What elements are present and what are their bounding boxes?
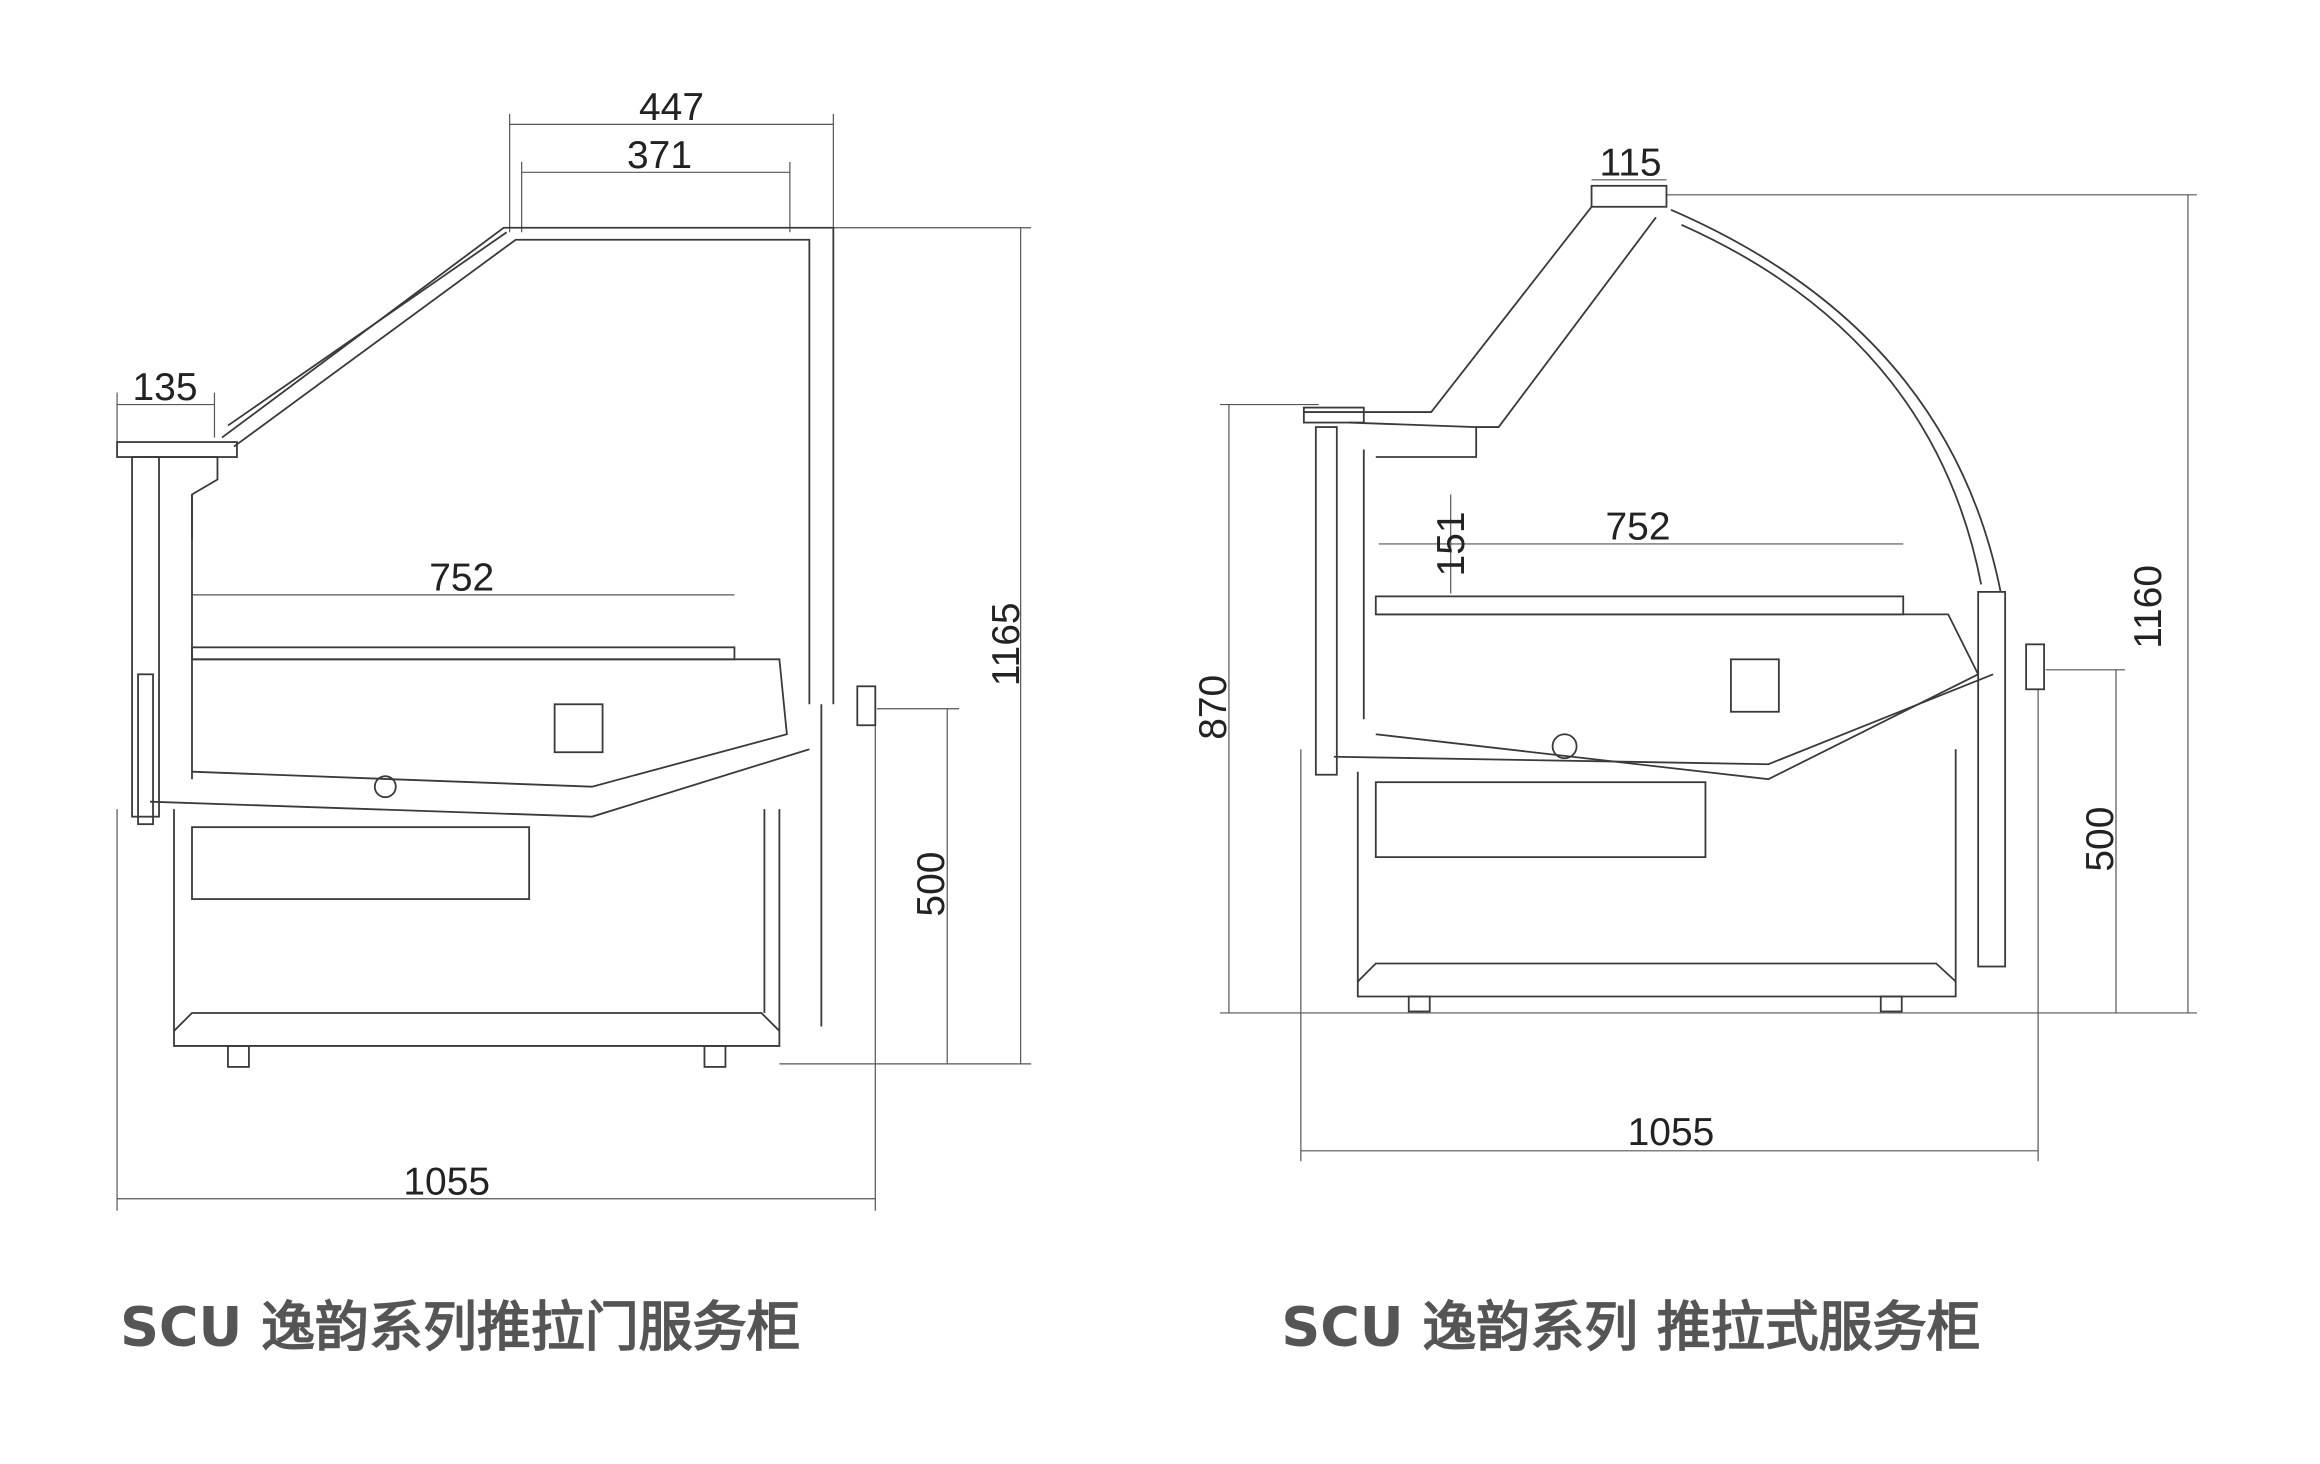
dim-135: 135 xyxy=(133,366,198,409)
left-caption: SCU 逸韵系列推拉门服务柜 xyxy=(120,1296,800,1359)
left-cabinet-drawing: 447 371 135 752 1165 500 1055 xyxy=(116,86,1032,1211)
dim-500: 500 xyxy=(2079,807,2122,872)
left-cabinet-outline xyxy=(116,226,877,1068)
dim-870: 870 xyxy=(1192,675,1235,740)
dim-1055: 1055 xyxy=(1628,1111,1715,1154)
dim-1160: 1160 xyxy=(2127,565,2170,649)
right-caption: SCU 逸韵系列 推拉式服务柜 xyxy=(1281,1296,1980,1359)
dim-447: 447 xyxy=(639,86,704,129)
right-dimension-lines xyxy=(1219,179,2197,1162)
left-dimension-lines xyxy=(116,113,1032,1211)
dim-115: 115 xyxy=(1599,141,1661,184)
dim-1165: 1165 xyxy=(985,602,1028,686)
dim-752: 752 xyxy=(429,556,494,599)
dim-1055: 1055 xyxy=(403,1160,490,1203)
dim-151: 151 xyxy=(1430,511,1473,576)
right-cabinet-outline xyxy=(1302,184,2045,1013)
dim-371: 371 xyxy=(627,134,692,177)
dim-752: 752 xyxy=(1606,505,1671,548)
right-cabinet-drawing: 115 752 151 1160 870 500 1055 xyxy=(1192,141,2197,1162)
dim-500: 500 xyxy=(910,852,953,917)
